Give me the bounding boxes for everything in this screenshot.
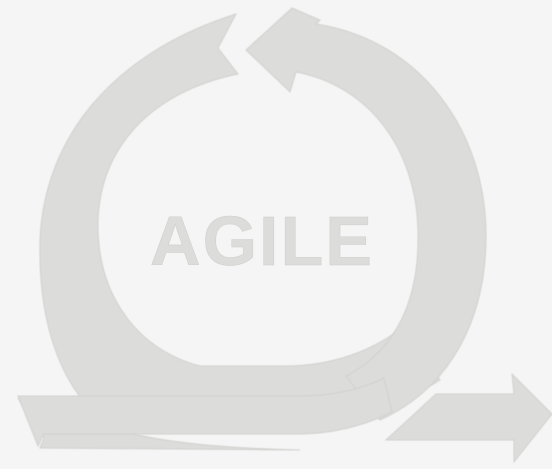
agile-wordmark: AGILE xyxy=(150,202,374,280)
bottom-sprint-bar xyxy=(17,377,393,448)
release-arrow xyxy=(384,372,552,464)
right-cycle-arrow xyxy=(245,7,487,421)
